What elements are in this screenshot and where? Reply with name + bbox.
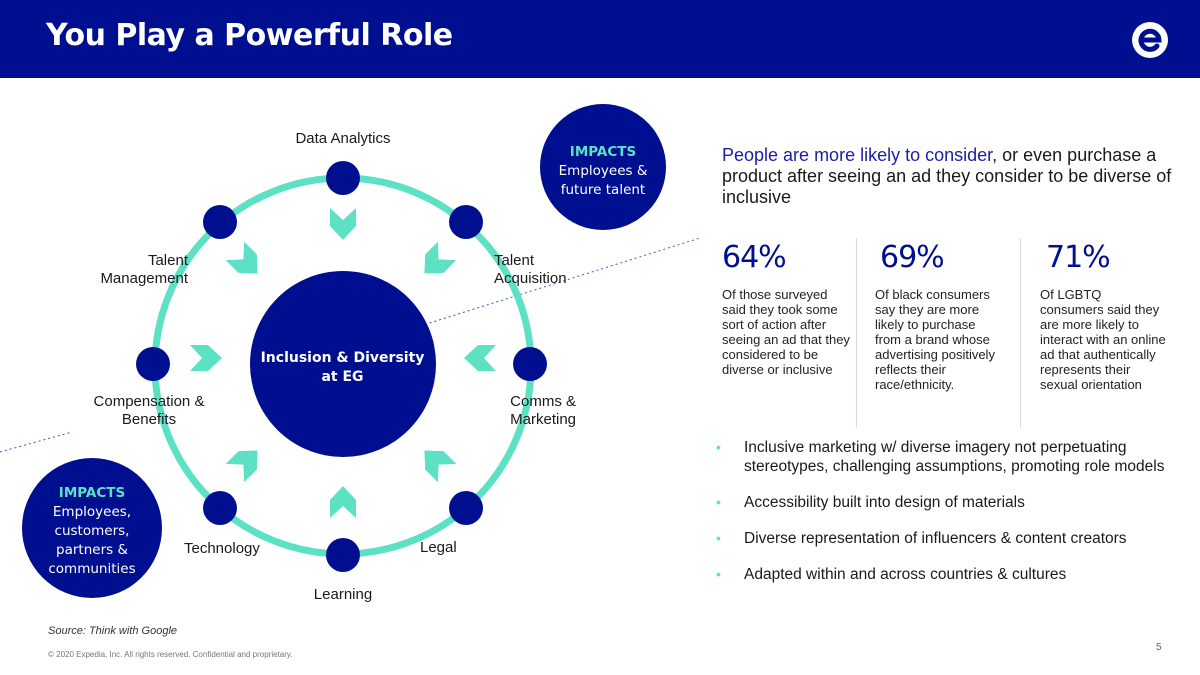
stat-divider — [1020, 238, 1021, 428]
node-talent-management — [203, 205, 237, 239]
stat-value: 64% — [722, 240, 787, 275]
chevron-icon — [464, 345, 496, 371]
node-data-analytics — [326, 161, 360, 195]
bullet-list: •Inclusive marketing w/ diverse imagery … — [716, 438, 1176, 601]
stat-divider — [856, 238, 857, 428]
node-talent-acquisition — [449, 205, 483, 239]
list-item: •Diverse representation of influencers &… — [716, 530, 1127, 547]
source-note: Source: Think with Google — [48, 625, 178, 637]
label-technology: Technology — [184, 540, 260, 557]
impacts-bottom-text: Employees, customers, partners & communi… — [48, 504, 136, 577]
chevron-icon — [225, 241, 258, 274]
node-technology — [203, 491, 237, 525]
center-circle — [250, 271, 436, 457]
impacts-top: IMPACTS Employees & future talent — [548, 143, 658, 200]
headline-rest: , or even purchase a product after seein… — [722, 145, 1172, 207]
impacts-bottom-circle — [22, 458, 162, 598]
copyright: © 2020 Expedia, Inc. All rights reserved… — [48, 650, 293, 659]
chevron-icon — [330, 208, 356, 240]
bullet-dot-icon: • — [716, 530, 721, 546]
chevron-icon — [330, 486, 356, 518]
center-label: Inclusion & Diversity at EG — [260, 350, 425, 385]
impacts-top-text: Employees & future talent — [558, 163, 648, 198]
chevron-icon — [424, 450, 457, 483]
stat-description: Of those surveyed said they took some so… — [722, 287, 850, 377]
headline-highlight: People are more likely to consider — [722, 145, 993, 165]
page-title: You Play a Powerful Role — [46, 18, 453, 53]
node-legal — [449, 491, 483, 525]
label-compensation: Compensation & Benefits — [93, 393, 205, 428]
bullet-dot-icon: • — [716, 566, 721, 582]
label-talent-management: Talent Management — [100, 252, 188, 287]
label-comms-marketing: Comms & Marketing — [510, 393, 576, 428]
headline: People are more likely to consider, or e… — [722, 145, 1182, 208]
label-legal: Legal — [420, 539, 457, 556]
label-talent-acquisition: Talent Acquisition — [494, 252, 567, 287]
chevron-icon — [225, 450, 258, 483]
label-data-analytics: Data Analytics — [295, 130, 391, 147]
impacts-bottom: IMPACTS Employees, customers, partners &… — [38, 484, 146, 579]
impacts-top-heading: IMPACTS — [569, 144, 637, 160]
label-learning: Learning — [313, 586, 373, 603]
impacts-bottom-heading: IMPACTS — [58, 485, 126, 501]
bullet-dot-icon: • — [716, 439, 721, 455]
header-bar: You Play a Powerful Role — [0, 0, 1200, 78]
impacts-top-circle — [540, 104, 666, 230]
stat-value: 71% — [1046, 240, 1111, 275]
node-learning — [326, 538, 360, 572]
expedia-logo-icon — [1132, 22, 1168, 58]
stat-value: 69% — [880, 240, 945, 275]
page-number: 5 — [1156, 642, 1162, 653]
node-comms-marketing — [513, 347, 547, 381]
node-compensation — [136, 347, 170, 381]
list-item: •Inclusive marketing w/ diverse imagery … — [716, 439, 1165, 475]
list-item: •Accessibility built into design of mate… — [716, 494, 1025, 511]
bullet-dot-icon: • — [716, 494, 721, 510]
chevron-icon — [190, 345, 222, 371]
stat-description: Of LGBTQ consumers said they are more li… — [1040, 287, 1166, 392]
stat-description: Of black consumers say they are more lik… — [875, 287, 995, 392]
list-item: •Adapted within and across countries & c… — [716, 566, 1067, 583]
chevron-icon — [424, 241, 457, 274]
